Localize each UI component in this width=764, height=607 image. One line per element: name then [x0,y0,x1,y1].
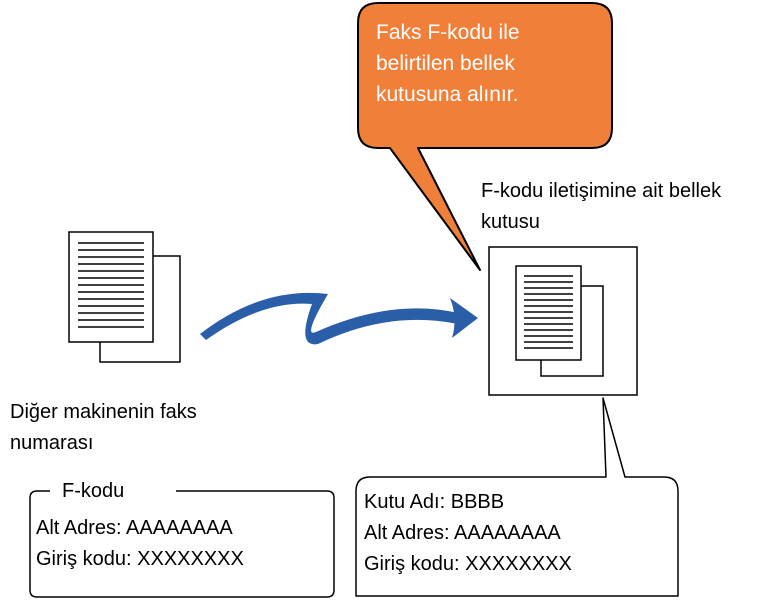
transmission-arrow-icon [200,292,478,345]
memory-box-caption: F-kodu iletişimine ait bellek kutusu [481,176,721,238]
callout-line: belirtilen bellek [376,52,515,75]
callout-text: Faks F-kodu ile belirtilen bellek kutusu… [376,17,520,110]
memory-info-content: Kutu Adı: BBBB Alt Adres: AAAAAAAA Giriş… [364,487,572,580]
fcode-line: Alt Adres: AAAAAAAA [36,517,233,539]
sender-caption: Diğer makinenin faks numarası [10,397,197,459]
memory-info-line: Giriş kodu: XXXXXXXX [364,553,572,575]
fcode-label: F-kodu [56,476,131,507]
fcode-content: Alt Adres: AAAAAAAA Giriş kodu: XXXXXXXX [36,513,244,575]
fcode-line: Giriş kodu: XXXXXXXX [36,548,244,570]
document-stack-icon [515,265,604,377]
callout-bubble [357,2,613,271]
callout-line: kutusuna alınır. [376,83,519,106]
caption-line: F-kodu iletişimine ait bellek [481,180,722,202]
document-stack-icon [68,231,181,363]
callout-line: Faks F-kodu ile [376,21,520,44]
fcode-frame [29,490,335,598]
memory-info-callout [355,397,679,597]
caption-line: kutusu [481,211,540,233]
caption-line: Diğer makinenin faks [10,401,197,423]
memory-info-line: Alt Adres: AAAAAAAA [364,522,561,544]
memory-info-line: Kutu Adı: BBBB [364,491,505,513]
caption-line: numarası [10,432,94,454]
